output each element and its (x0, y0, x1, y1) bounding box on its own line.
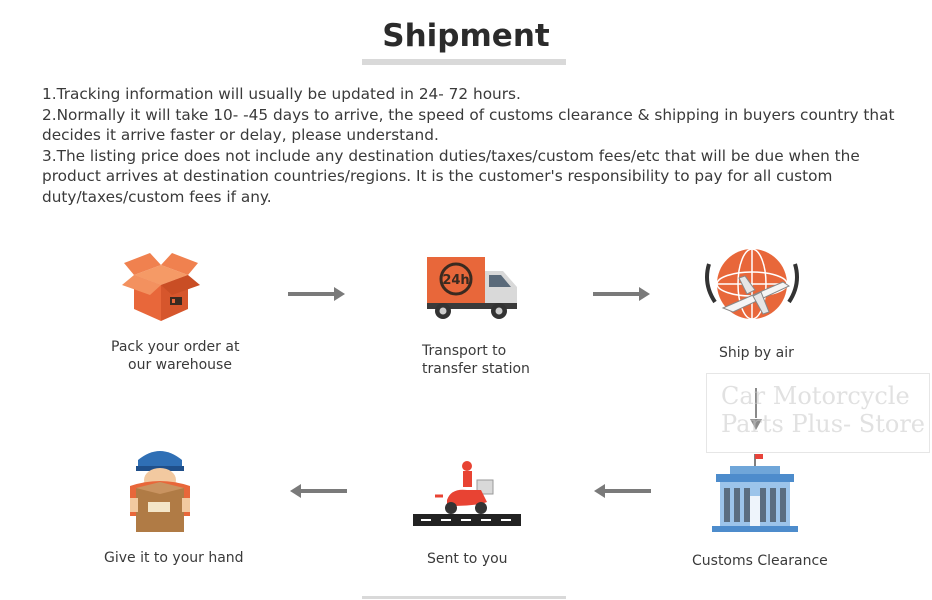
customs-building-icon (712, 454, 798, 532)
truck-24h-icon: 24h (427, 257, 517, 319)
watermark-line1: Car Motorcycle (721, 382, 910, 410)
box-icon (122, 253, 200, 321)
page-title: Shipment (382, 18, 550, 54)
courier-with-package-icon (130, 451, 190, 532)
globe-airplane-icon (705, 248, 799, 320)
bottom-divider (362, 596, 566, 599)
arrow-pack-to-transport (288, 287, 345, 301)
step-transport-line1: Transport to (422, 343, 507, 359)
step-transport-line2: transfer station (422, 361, 530, 377)
store-watermark: Car Motorcycle Parts Plus- Store (706, 373, 930, 453)
step-sent-label: Sent to you (427, 551, 508, 567)
delivery-scooter-icon (413, 461, 521, 526)
arrow-transport-to-air (593, 287, 650, 301)
watermark-line2: Parts Plus- Store (721, 410, 925, 438)
step-air-label: Ship by air (719, 345, 794, 361)
arrow-sent-to-hand (290, 484, 347, 498)
note-tracking: 1.Tracking information will usually be u… (42, 85, 521, 103)
arrow-customs-to-sent (594, 484, 651, 498)
step-pack-line1: Pack your order at (111, 339, 240, 355)
shipment-notes: 1.Tracking information will usually be u… (42, 84, 902, 208)
truck-24h-badge: 24h (442, 273, 469, 288)
step-hand-label: Give it to your hand (104, 550, 244, 566)
step-pack-line2: our warehouse (128, 357, 232, 373)
step-transport-label: Transport to transfer station (422, 342, 530, 378)
step-pack-label: Pack your order at our warehouse (111, 338, 239, 374)
note-delivery-time: 2.Normally it will take 10- -45 days to … (42, 105, 895, 145)
title-underline (362, 59, 566, 65)
note-duties: 3.The listing price does not include any… (42, 146, 860, 206)
step-customs-label: Customs Clearance (692, 553, 828, 569)
arrow-air-to-customs (750, 388, 762, 430)
